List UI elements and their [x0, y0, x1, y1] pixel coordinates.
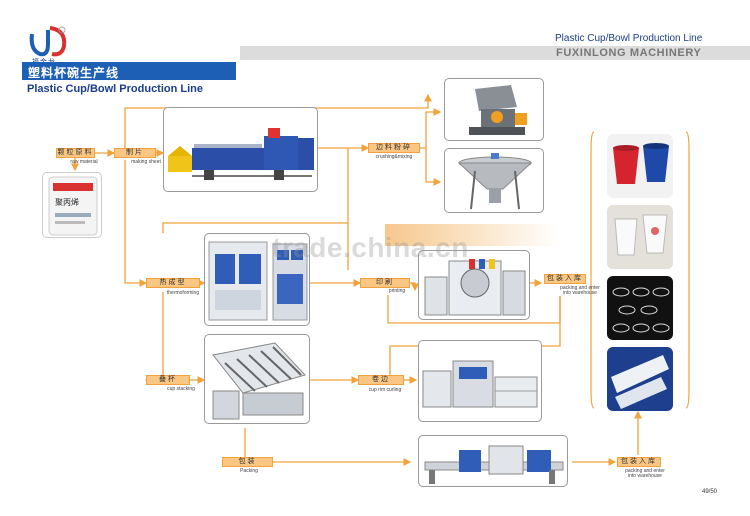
product-line-title: Plastic Cup/Bowl Production Line [555, 33, 703, 44]
caption-printing: printing [388, 288, 406, 294]
product-bracket-left [590, 131, 595, 409]
chinese-title: 塑料杯碗生产线 [28, 66, 120, 80]
product-image-cup-stacks [607, 347, 673, 411]
header-grey-bar [240, 46, 750, 60]
node-raw-material: 颗粒原料 [56, 148, 95, 158]
node-thermoforming: 热成型 [146, 278, 200, 288]
node-packing: 包装 [222, 457, 273, 467]
mixer-image [444, 148, 544, 213]
caption-thermoforming: thermoforming [166, 290, 200, 296]
company-logo [29, 26, 67, 57]
cup-stacking-machine-image [204, 334, 310, 424]
caption-packing-warehouse-2: packing and enter into warehouse [625, 468, 665, 479]
product-image-clear-cups [607, 276, 673, 340]
raw-material-bag-image: 聚丙烯 [42, 172, 102, 238]
crusher-image [444, 78, 544, 141]
printing-machine-image [418, 250, 530, 320]
product-image-colored-cups [607, 134, 673, 198]
node-packing-warehouse-1: 包装入库 [544, 274, 586, 284]
company-name: FUXINLONG MACHINERY [556, 47, 702, 59]
caption-making-sheet: making sheet [131, 159, 161, 165]
arrow-to-crusher [420, 108, 442, 149]
product-bracket-right [685, 131, 690, 409]
title-bar [22, 62, 236, 80]
sheet-extruder-image [163, 107, 318, 192]
node-printing: 印刷 [360, 278, 410, 288]
caption-raw-material: raw material [70, 159, 98, 165]
arrow-to-mixer [425, 148, 442, 186]
caption-cup-stacking: cup stacking [167, 386, 195, 392]
caption-rim-curling: cup rim curling [368, 387, 402, 393]
arrow-mid-feedback [162, 222, 348, 233]
node-rim-curling: 卷边 [358, 375, 404, 385]
caption-packing: Packing [240, 468, 258, 474]
node-cup-stacking: 叠杯 [146, 375, 190, 385]
node-crushing-mixing: 边料粉碎 [368, 143, 420, 153]
rim-curling-machine-image [418, 340, 542, 422]
watermark-text: trade.china.cn [272, 232, 469, 263]
node-packing-warehouse-2: 包装入库 [617, 457, 661, 467]
arrow-to-thermoforming [124, 160, 148, 287]
watermark-band [385, 224, 560, 246]
caption-crushing-mixing: crushing&mixing [375, 154, 413, 160]
arrow-print-to-machine [410, 282, 419, 292]
page-subtitle: Plastic Cup/Bowl Production Line [27, 83, 204, 95]
thermoforming-machine-image [204, 233, 310, 326]
page-number: 49/50 [702, 489, 718, 495]
arrow-to-cup-stacking [144, 292, 164, 384]
bag-label: 聚丙烯 [55, 198, 79, 207]
caption-packing-warehouse-1: packing and enter into warehouse [560, 285, 600, 296]
product-image-printed-cups [607, 205, 673, 269]
packing-machine-image [418, 435, 568, 487]
node-making-sheet: 制片 [114, 148, 156, 158]
